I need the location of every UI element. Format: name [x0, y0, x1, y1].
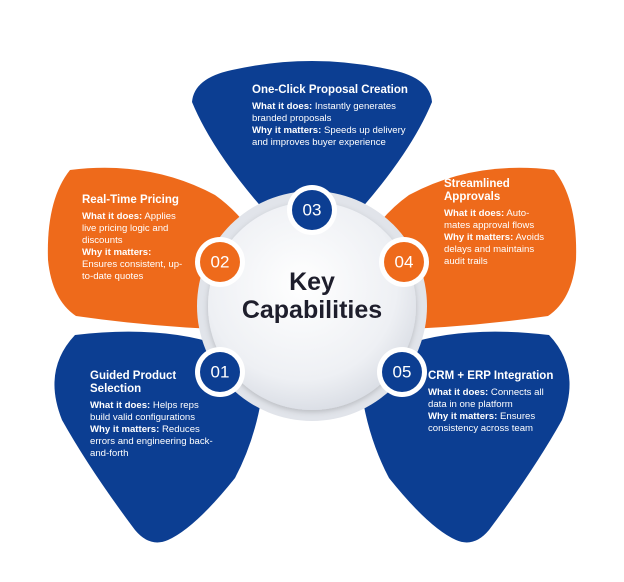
capability-04-why: Avoids delays and maintains audit trails	[444, 232, 545, 267]
capability-02-title: Real-Time Pricing	[82, 194, 179, 206]
capability-01-what-label: What it does:	[90, 400, 151, 411]
capability-04-why-label: Why it matters:	[444, 232, 514, 243]
badge-01-number: 01	[211, 363, 230, 382]
capability-03-title: One-Click Proposal Creation	[252, 84, 408, 96]
capability-05-why: Ensures consistency across team	[428, 411, 536, 434]
capability-02: Real-Time Pricing What it does: Applies …	[82, 194, 184, 283]
capability-04: Streamlined Approvals What it does: Auto…	[444, 178, 554, 268]
badge-03-number: 03	[303, 201, 322, 220]
badge-02-number: 02	[211, 253, 230, 272]
badge-02: 02	[195, 237, 245, 287]
capability-04-what: Auto-mates approval flows	[444, 208, 535, 231]
center-title: Key Capabilities	[222, 268, 402, 324]
capability-05: CRM + ERP Integration What it does: Conn…	[428, 370, 556, 435]
capability-04-title: Streamlined Approvals	[444, 178, 510, 203]
capability-03: One-Click Proposal Creation What it does…	[252, 84, 412, 149]
capability-03-what: Instantly generates branded proposals	[252, 101, 396, 124]
badge-03: 03	[287, 185, 337, 235]
capability-02-why-label: Why it matters:	[82, 247, 152, 258]
capability-05-title: CRM + ERP Integration	[428, 370, 554, 382]
capability-05-what: Connects all data in one platform	[428, 387, 544, 410]
badge-04-number: 04	[395, 253, 414, 272]
capability-01-why-label: Why it matters:	[90, 424, 160, 435]
badge-05: 05	[377, 347, 427, 397]
capability-02-why: Ensures consistent, up-to-date quotes	[82, 259, 183, 282]
badge-01: 01	[195, 347, 245, 397]
capability-03-why: Speeds up delivery and improves buyer ex…	[252, 125, 406, 148]
center-title-line2: Capabilities	[241, 296, 383, 324]
badge-05-number: 05	[393, 363, 412, 382]
capability-03-why-label: Why it matters:	[252, 125, 322, 136]
capability-04-what-label: What it does:	[444, 208, 505, 219]
capability-01-why: Reduces errors and engineering back-and-…	[90, 424, 213, 459]
capability-01: Guided Product Selection What it does: H…	[90, 370, 218, 460]
capability-01-what: Helps reps build valid configurations	[90, 400, 199, 423]
capability-02-what: Applies live pricing logic and discounts	[82, 211, 176, 246]
badge-04: 04	[379, 237, 429, 287]
center-circle	[208, 202, 416, 410]
capability-03-what-label: What it does:	[252, 101, 313, 112]
petal-03	[192, 61, 432, 244]
capability-05-why-label: Why it matters:	[428, 411, 498, 422]
capability-01-title: Guided Product Selection	[90, 370, 177, 395]
center-title-line1: Key	[289, 268, 335, 296]
capability-05-what-label: What it does:	[428, 387, 489, 398]
capability-02-what-label: What it does:	[82, 211, 143, 222]
